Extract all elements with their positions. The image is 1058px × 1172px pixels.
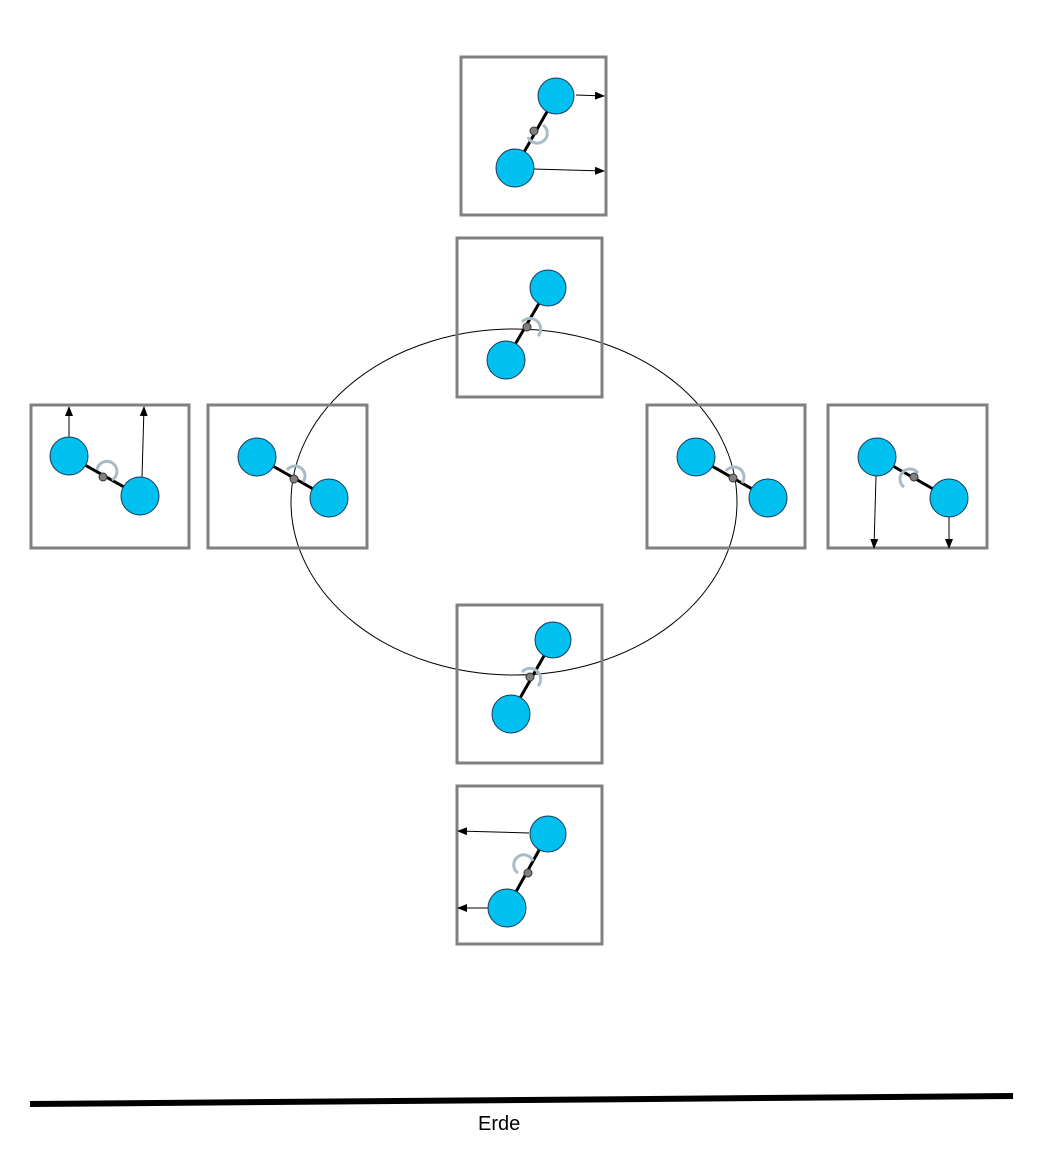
pivot (522, 322, 532, 332)
force-arrow (457, 827, 530, 836)
rotation-arrow-icon (285, 464, 307, 483)
force-arrow (870, 475, 879, 549)
pivot (728, 473, 738, 483)
pivot (529, 126, 539, 136)
force-arrow (575, 91, 605, 100)
rotation-arrow-icon (526, 123, 549, 145)
ball (237, 437, 277, 477)
rotation-arrow-icon (898, 467, 920, 489)
ball (487, 888, 527, 928)
ball (49, 436, 89, 476)
force-arrow (532, 166, 605, 175)
pivot (909, 472, 919, 482)
ground-line (29, 1093, 1014, 1107)
ball (309, 478, 349, 518)
pivot (98, 472, 108, 482)
ball (486, 340, 526, 380)
ball (491, 694, 531, 734)
ball (534, 621, 572, 659)
pivot (525, 672, 535, 682)
ball (537, 77, 575, 115)
rotation-arrow-icon (724, 465, 746, 484)
ball (748, 478, 788, 518)
frame-left-outer (29, 403, 191, 550)
frame-right-outer (826, 403, 989, 550)
frame-top-outer (459, 55, 608, 217)
ground-label: Erde (478, 1113, 520, 1135)
rotation-arrow-icon (512, 853, 535, 875)
frame-top-inner (455, 236, 604, 399)
frame-right-inner (645, 403, 807, 550)
ball (929, 478, 969, 518)
rotation-arrow-icon (520, 316, 543, 337)
force-arrow (139, 406, 148, 478)
frame-bottom-outer (455, 784, 604, 946)
frame-bottom-inner (455, 603, 604, 765)
ball (495, 148, 535, 188)
ball (120, 476, 160, 516)
frame-left-inner (206, 403, 369, 550)
ball (857, 437, 897, 477)
orbit-ellipse (290, 328, 738, 676)
rotation-arrow-icon (520, 666, 543, 687)
ball (529, 815, 567, 853)
ball (676, 437, 716, 477)
rotation-arrow-icon (95, 459, 119, 482)
ball (529, 269, 567, 307)
pivot (523, 868, 533, 878)
pivot (289, 474, 299, 484)
